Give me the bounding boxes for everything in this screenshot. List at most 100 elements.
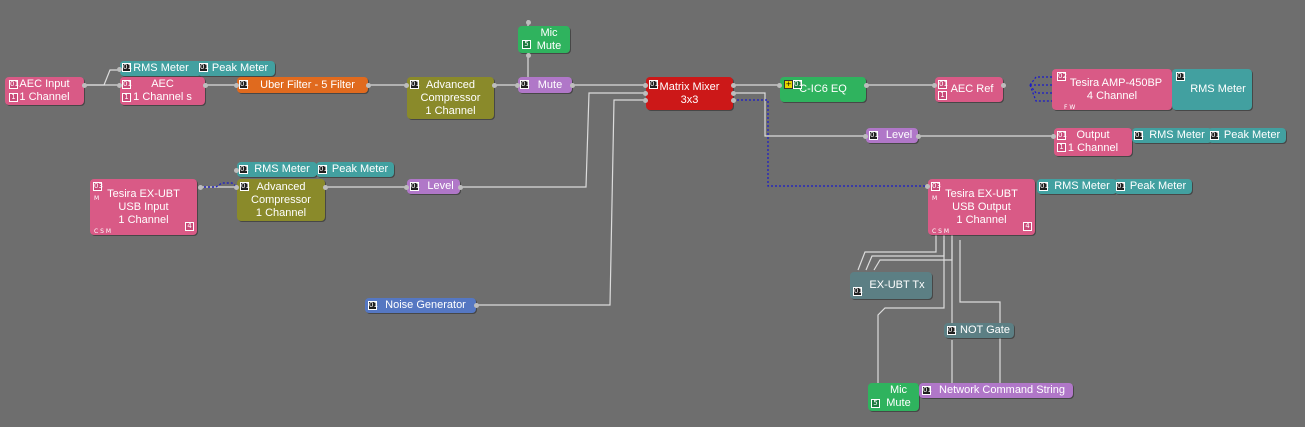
block-title: EX-UBT Tx [869, 279, 925, 291]
peak-meter-usb-block[interactable]: 01 Peak Meter [1114, 179, 1192, 194]
block-title: Peak Meter [1223, 129, 1281, 141]
block-subtitle-text: 1 Channel [133, 91, 184, 103]
port-dot[interactable] [117, 83, 122, 88]
uber-filter-block[interactable]: 01 Uber Filter - 5 Filter [237, 77, 368, 93]
block-title: AEC Input [19, 78, 70, 90]
port-dot[interactable] [731, 91, 736, 96]
block-title: AEC Ref [950, 83, 994, 95]
network-command-string-block[interactable]: 01 Network Command String [919, 383, 1073, 398]
amp-block[interactable]: 02 F W Tesira AMP-450BP 4 Channel [1052, 69, 1172, 111]
aec-input-block[interactable]: 01 1 AEC Input 1 Channel [5, 77, 84, 105]
block-title: Advanced [256, 180, 306, 193]
aec-block[interactable]: 01 1 AEC 1 Channel s [120, 77, 205, 105]
port-dot[interactable] [117, 67, 122, 72]
rms-meter-output-block[interactable]: 01 RMS Meter [1132, 128, 1212, 143]
port-dot[interactable] [234, 185, 239, 190]
block-suffix: s [186, 91, 192, 103]
block-subtitle: 4 Channel [1086, 89, 1138, 102]
port-dot[interactable] [731, 98, 736, 103]
block-title: Output [1076, 129, 1110, 141]
port-dot[interactable] [234, 168, 239, 173]
block-subtitle: USB Output [952, 200, 1011, 213]
port-dot[interactable] [198, 185, 203, 190]
port-dot[interactable] [404, 185, 409, 190]
port-letters: F W [1064, 104, 1076, 111]
port-dot[interactable] [526, 20, 531, 25]
block-subtitle: 1 Channel [1067, 142, 1119, 154]
wire-dotted [1029, 76, 1052, 86]
port-dot[interactable] [643, 83, 648, 88]
exubt-usb-input-block[interactable]: 03 M C S M 4 Tesira EX-UBT USB Input 1 C… [90, 179, 197, 235]
exubt-tx-block[interactable]: 01 EX-UBT Tx [850, 272, 932, 299]
wire [460, 92, 646, 188]
port-dot[interactable] [864, 83, 869, 88]
peak-meter-block[interactable]: 01 Peak Meter [197, 61, 275, 76]
port-dot[interactable] [366, 83, 371, 88]
wire [476, 99, 646, 306]
block-index-badge: 01 [9, 80, 19, 89]
plus-icon: + [784, 80, 793, 89]
mic-mute-bottom-block[interactable]: 5 Mic Mute [868, 383, 919, 411]
block-title: NOT Gate [960, 324, 1010, 336]
port-dot[interactable] [458, 185, 463, 190]
port-dot[interactable] [404, 83, 409, 88]
level-left-block[interactable]: 01 Level [407, 179, 460, 194]
mute-block[interactable]: 01 Mute [518, 77, 572, 93]
peak-meter-output-block[interactable]: 01 Peak Meter [1208, 128, 1286, 143]
port-dot[interactable] [1001, 83, 1006, 88]
rms-meter-left-block[interactable]: 01 RMS Meter [237, 162, 317, 177]
block-title: Tesira EX-UBT [945, 187, 1018, 200]
rms-meter-amp-block[interactable]: 01 RMS Meter [1172, 69, 1252, 110]
block-title: Matrix Mixer [659, 80, 720, 93]
wire [84, 69, 120, 86]
port-dot[interactable] [515, 83, 520, 88]
port-dot[interactable] [203, 83, 208, 88]
port-dot[interactable] [234, 83, 239, 88]
block-index-badge: 01 [410, 182, 420, 191]
level-block[interactable]: 01 Level [866, 128, 918, 143]
wire [857, 235, 937, 271]
block-subtitle: USB Input [118, 200, 169, 213]
cic6-eq-block[interactable]: + 01 C-IC6 EQ [780, 77, 866, 102]
aec-ref-block[interactable]: 01 1 AEC Ref [935, 77, 1003, 102]
port-dot[interactable] [474, 303, 479, 308]
block-title: Peak Meter [211, 62, 269, 74]
block-title: Mic [889, 384, 908, 396]
block-title: Peak Meter [331, 163, 389, 175]
output-block[interactable]: 01 1 Output 1 Channel [1054, 128, 1132, 156]
block-index-badge: 01 [1116, 182, 1126, 191]
port-dot[interactable] [916, 134, 921, 139]
port-dot[interactable] [526, 53, 531, 58]
port-dot[interactable] [932, 83, 937, 88]
matrix-mixer-block[interactable]: 01 Matrix Mixer 3x3 [646, 77, 733, 110]
port-dot[interactable] [82, 83, 87, 88]
port-dot[interactable] [925, 184, 930, 189]
exubt-usb-output-block[interactable]: 03 M C S M 4 Tesira EX-UBT USB Output 1 … [928, 179, 1035, 235]
port-dot[interactable] [777, 83, 782, 88]
noise-generator-block[interactable]: 01 Noise Generator [365, 298, 476, 313]
block-subtitle-2: 1 Channel [956, 213, 1007, 226]
rms-meter-block[interactable]: 01 RMS Meter [120, 61, 202, 76]
mic-mute-block[interactable]: 5 Mic Mute [518, 26, 570, 53]
block-index-badge: 03 [93, 182, 103, 191]
port-dot[interactable] [863, 134, 868, 139]
port-dot[interactable] [731, 83, 736, 88]
port-dot[interactable] [492, 83, 497, 88]
block-title: Uber Filter - 5 Filter [260, 78, 355, 91]
not-gate-block[interactable]: 01 NOT Gate [944, 323, 1014, 338]
port-dot[interactable] [643, 91, 648, 96]
port-dot[interactable] [643, 98, 648, 103]
advanced-compressor-left-block[interactable]: 01 Advanced Compressor 1 Channel [237, 179, 325, 221]
block-index-badge: 01 [1134, 131, 1144, 140]
rms-meter-usb-block[interactable]: 01 RMS Meter [1037, 179, 1117, 194]
peak-meter-left-block[interactable]: 01 Peak Meter [316, 162, 394, 177]
port-dot[interactable] [570, 83, 575, 88]
block-title: Tesira EX-UBT [107, 187, 180, 200]
advanced-compressor-block[interactable]: 01 Advanced Compressor 1 Channel [407, 77, 494, 119]
block-index-badge: 01 [922, 386, 932, 395]
port-dot[interactable] [1051, 134, 1056, 139]
block-index-badge: 01 [239, 165, 249, 174]
port-letters-bottom: C S M [94, 228, 111, 235]
port-dot[interactable] [323, 185, 328, 190]
